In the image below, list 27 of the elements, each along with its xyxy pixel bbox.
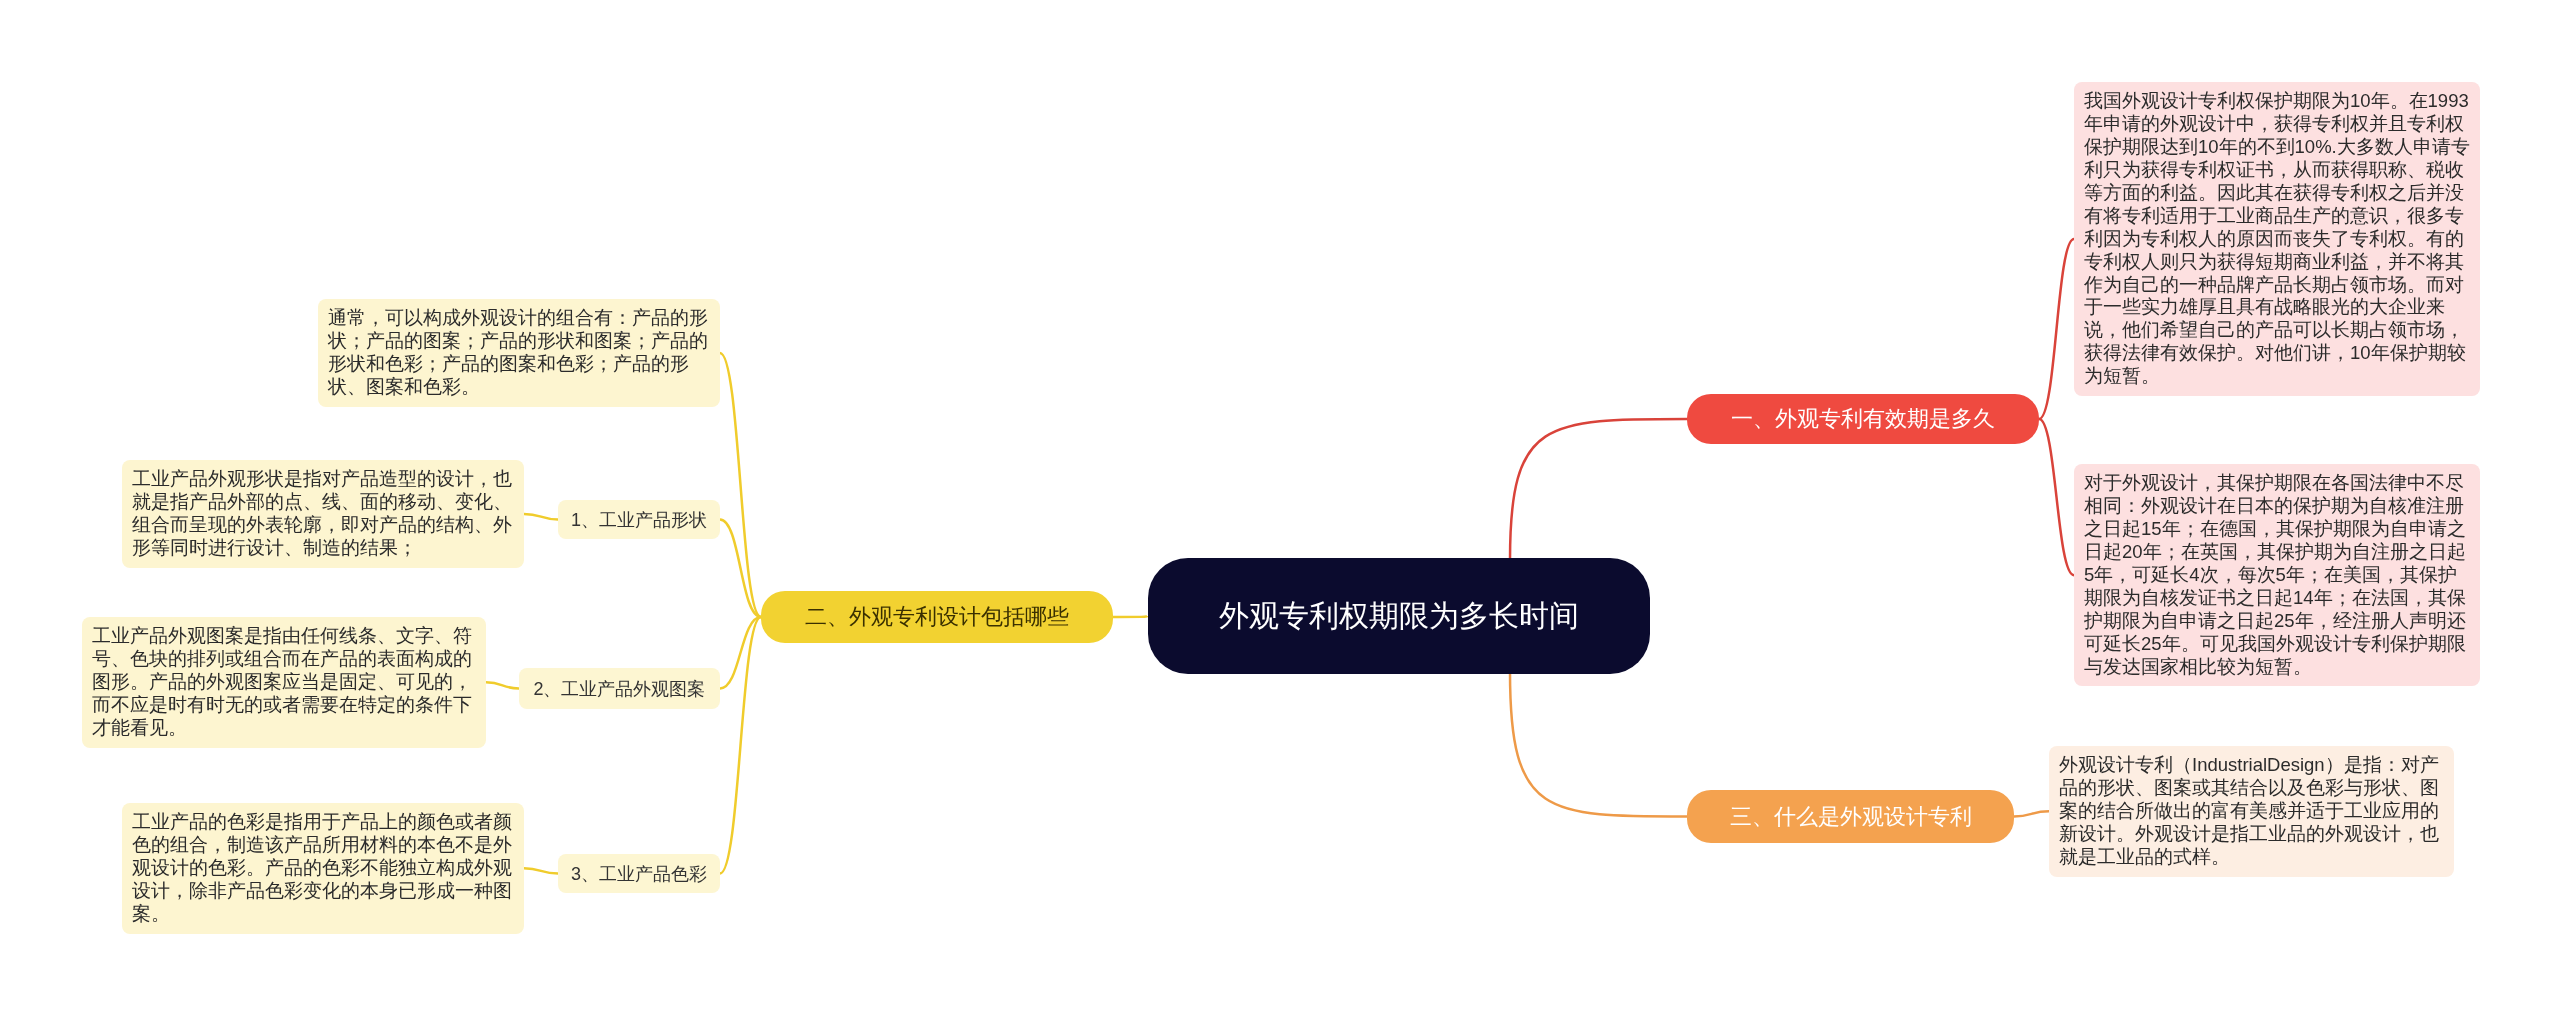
note-card: 对于外观设计，其保护期限在各国法律中不尽相同：外观设计在日本的保护期为自核准注册之日起15年；在德国，其保护期限为自申请之日起20年；在英国，其保护期为自注册之日起5年，可延长4次，每次5年；在美国，其保护期限为自核发证书之日起14年；在法国，其保护期限为自申请之日起25年，经注册人声明还可延长25年。可见我国外观设计专利保护期限与发达国家相比较为短暂。 xyxy=(2074,464,2480,687)
connector-line xyxy=(1508,417,1687,561)
connector-line xyxy=(719,615,762,690)
note-card: 外观设计专利（IndustrialDesign）是指：对产品的形状、图案或其结合以及色彩与形状、图案的结合所做出的富有美感并适于工业应用的新设计。外观设计是指工业品的外观设计，也就是工业品的式样。 xyxy=(2049,746,2454,877)
note-card: 通常，可以构成外观设计的组合有：产品的形状；产品的图案；产品的形状和图案；产品的形状和色彩；产品的图案和色彩；产品的形状、图案和色彩。 xyxy=(318,299,720,407)
connector-line xyxy=(1113,614,1149,619)
connector-line xyxy=(1508,671,1687,818)
subtopic: 3、工业产品色彩 xyxy=(558,854,720,893)
branch-topic: 三、什么是外观设计专利 xyxy=(1687,790,2014,843)
connector-line xyxy=(2038,418,2075,577)
connector-line xyxy=(719,352,762,618)
connector-line xyxy=(719,518,762,619)
note-card: 工业产品的色彩是指用于产品上的颜色或者颜色的组合，制造该产品所用材料的本色不是外观设计的色彩。产品的色彩不能独立构成外观设计，除非产品色彩变化的本身已形成一种图案。 xyxy=(122,803,524,934)
connector-line xyxy=(523,512,559,521)
branch-topic: 二、外观专利设计包括哪些 xyxy=(761,591,1113,643)
connector-line xyxy=(719,616,762,875)
connector-line xyxy=(2038,238,2075,420)
subtopic: 1、工业产品形状 xyxy=(558,500,720,539)
note-card: 工业产品外观图案是指由任何线条、文字、符号、色块的排列或组合而在产品的表面构成的图形。产品的外观图案应当是固定、可见的，而不应是时有时无的或者需要在特定的条件下才能看见。 xyxy=(82,617,486,748)
subtopic: 2、工业产品外观图案 xyxy=(519,668,720,709)
branch-topic: 一、外观专利有效期是多久 xyxy=(1687,394,2039,444)
connector-line xyxy=(523,867,559,875)
connector-line xyxy=(485,681,520,690)
connector-line xyxy=(2013,810,2050,818)
central-topic: 外观专利权期限为多长时间 xyxy=(1148,558,1650,674)
note-card: 我国外观设计专利权保护期限为10年。在1993年申请的外观设计中，获得专利权并且专利权保护期限达到10年的不到10%.大多数人申请专利只为获得专利权证书，从而获得职称、税收等方面的利益。因此其在获得专利权之后并没有将专利适用于工业商品生产的意识，很多专利因为专利权人的原因而丧失了专利权。有的专利权人则只为获得短期商业利益，并不将其作为自己的一种品牌产品长期占领市场。而对于一些实力雄厚且具有战略眼光的大企业来说，他们希望自己的产品可以长期占领市场，获得法律有效保护。对他们讲，10年保护期较为短暂。 xyxy=(2074,82,2480,397)
note-card: 工业产品外观形状是指对产品造型的设计，也就是指产品外部的点、线、面的移动、变化、组合而呈现的外表轮廓，即对产品的结构、外形等同时进行设计、制造的结果； xyxy=(122,460,524,568)
